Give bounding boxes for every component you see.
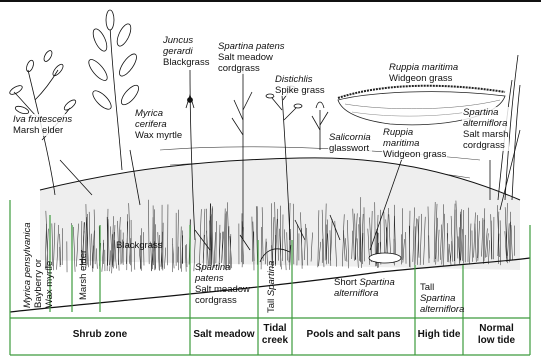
label-ruppia-mid: Ruppia maritima Widgeon grass	[382, 127, 447, 160]
label-tall-spartina-col: Tall Spartina	[266, 261, 277, 313]
myrica-shrub	[86, 10, 142, 170]
label-tall-spartina-high-col: Tall Spartina alterniflora	[419, 282, 465, 315]
label-salicornia: Salicornia glasswort	[328, 132, 372, 154]
label-ruppia-top: Ruppia maritima Widgeon grass	[388, 62, 459, 84]
label-juncus: Juncus gerardi Blackgrass	[162, 35, 210, 68]
label-iva: Iva frutescens Marsh elder	[12, 114, 73, 136]
zone-shrub: Shrub zone	[10, 318, 190, 352]
label-blackgrass-col: Blackgrass	[115, 240, 163, 251]
label-salt-meadow-col: Spartina patens Salt meadow cordgrass	[194, 262, 251, 306]
label-short-spartina-col: Short Spartina alterniflora	[333, 277, 396, 299]
label-spartina-alterniflora: Spartina alterniflora Salt marsh cordgra…	[462, 107, 509, 151]
zone-salt-meadow: Salt meadow	[190, 318, 258, 352]
label-myrica: Myrica cerifera Wax myrtle	[134, 108, 183, 141]
zone-pools-salt-pans: Pools and salt pans	[292, 318, 415, 352]
label-distichlis: Distichlis Spike grass	[274, 74, 326, 96]
label-myrica-pensylvanica: Myrica pensylvanica Bayberry or Wax myrt…	[22, 222, 55, 308]
salicornia-plant	[312, 102, 328, 150]
label-marsh-elder-col: Marsh elder	[78, 250, 89, 300]
zone-high-tide: High tide	[415, 318, 463, 352]
label-spartina-patens: Spartina patens Salt meadow cordgrass	[217, 41, 286, 74]
